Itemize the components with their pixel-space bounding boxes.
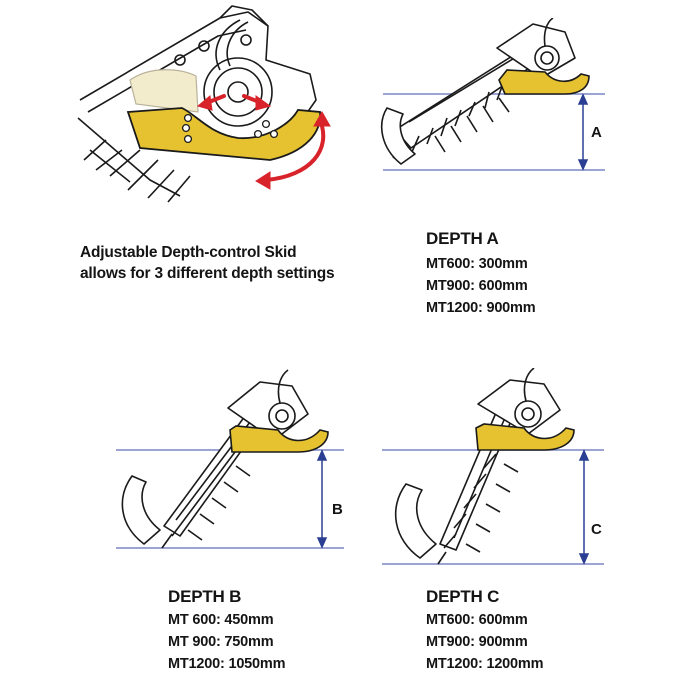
trencher-depth-a-illustration [380, 18, 605, 171]
trencher-depth-b-illustration [116, 369, 344, 549]
depth-b-spec-line: MT 600: 450mm [168, 612, 274, 628]
depth-a-spec-line: MT900: 600mm [426, 278, 528, 294]
trencher-depth-c-illustration [382, 368, 604, 565]
caption-line-1: Adjustable Depth-control Skid [80, 244, 297, 261]
depth-c-spec-line: MT900: 900mm [426, 634, 528, 650]
skid-depth-a [498, 69, 590, 95]
skid-plate [126, 107, 321, 161]
depth-c-spec-line: MT600: 600mm [426, 612, 528, 628]
dimension-label-a: A [591, 124, 602, 141]
skid-depth-b [229, 425, 329, 453]
dimension-label-b: B [332, 501, 343, 518]
depth-b-heading: DEPTH B [168, 587, 242, 606]
depth-c-spec-block: DEPTH C MT600: 600mm MT900: 900mm MT1200… [426, 586, 543, 675]
depth-b-spec-block: DEPTH B MT 600: 450mm MT 900: 750mm MT12… [168, 586, 285, 675]
skid-depth-c [475, 423, 575, 451]
depth-b-spec-line: MT 900: 750mm [168, 634, 274, 650]
depth-a-heading: DEPTH A [426, 229, 499, 248]
depth-a-spec-line: MT1200: 900mm [426, 300, 536, 316]
dimension-label-c: C [591, 521, 602, 538]
depth-c-heading: DEPTH C [426, 587, 500, 606]
depth-a-spec-block: DEPTH A MT600: 300mm MT900: 600mm MT1200… [426, 228, 536, 319]
skid-closeup-illustration [77, 5, 331, 203]
caption-line-2: allows for 3 different depth settings [80, 265, 335, 282]
depth-c-spec-line: MT1200: 1200mm [426, 656, 544, 672]
depth-a-spec-line: MT600: 300mm [426, 256, 528, 272]
depth-b-spec-line: MT1200: 1050mm [168, 656, 286, 672]
